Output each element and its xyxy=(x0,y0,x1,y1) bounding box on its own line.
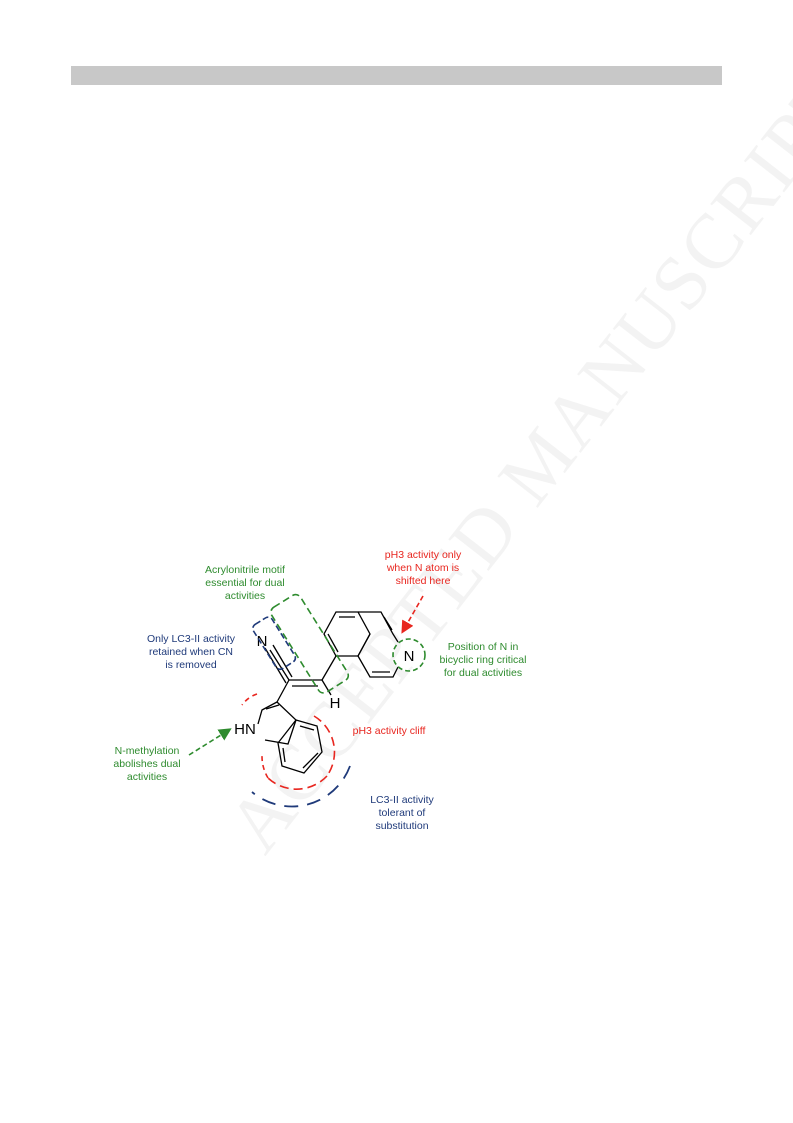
indole-ring-five xyxy=(264,701,297,745)
header-bar xyxy=(71,66,722,85)
n-methylation-arrow xyxy=(188,728,232,756)
acrylonitrile-label: Acrylonitrile motif essential for dual a… xyxy=(205,564,285,602)
ph3-cliff-label: pH3 activity cliff xyxy=(352,725,426,737)
ph3-only-label: pH3 activity only when N atom is shifted… xyxy=(384,549,462,587)
nitrile-n-label: N xyxy=(257,633,268,650)
indole-nh-label: HN xyxy=(234,721,256,738)
position-n-label: Position of N in bicyclic ring critical … xyxy=(439,641,527,679)
n-methylation-label: N-methylation abolishes dual activities xyxy=(113,745,181,783)
ph3-cliff-arc xyxy=(241,693,258,706)
ph3-only-arrow xyxy=(401,595,424,634)
acrylonitrile-highlight xyxy=(270,593,350,694)
nitrile-highlight xyxy=(252,616,297,671)
molecule-bonds xyxy=(257,611,399,774)
isoquinoline-ring-left xyxy=(323,611,371,657)
isoquinoline-n-label: N xyxy=(404,648,415,665)
indole-ring-six xyxy=(277,719,323,774)
lc3-tolerant-label: LC3-II activity tolerant of substitution xyxy=(370,794,434,832)
lc3-tolerant-arc xyxy=(251,765,351,808)
lc3-only-label: Only LC3-II activity retained when CN is… xyxy=(146,633,236,671)
isoquinoline-ring-right xyxy=(358,611,399,643)
vinyl-h-label: H xyxy=(330,695,341,712)
isoquinoline-n-highlight xyxy=(392,638,426,672)
